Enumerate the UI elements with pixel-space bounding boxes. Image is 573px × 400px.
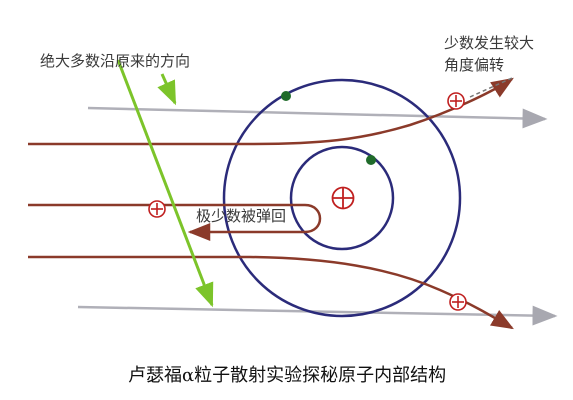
alpha-particle-middle xyxy=(148,200,166,218)
straight-path-top xyxy=(87,106,548,129)
alpha-particle-bottom xyxy=(449,293,467,311)
inner-orbit xyxy=(289,145,395,251)
alpha-particle-top xyxy=(447,92,465,110)
deflection-dash xyxy=(469,77,513,98)
label-most-straight: 绝大多数沿原来的方向 xyxy=(40,52,190,70)
green-pointer-line xyxy=(116,59,214,308)
label-few-deflect-line1: 少数发生较大 xyxy=(444,34,534,52)
alpha-path-bounced xyxy=(28,203,322,241)
alpha-path-deflected-up xyxy=(28,77,514,146)
electron-inner xyxy=(366,155,376,165)
green-small-arrow xyxy=(157,73,177,106)
straight-path-bottom xyxy=(77,305,558,326)
label-few-deflect-line2: 角度偏转 xyxy=(444,56,504,74)
caption: 卢瑟福α粒子散射实验探秘原子内部结构 xyxy=(128,365,446,386)
alpha-path-deflected-down xyxy=(28,255,514,330)
nucleus xyxy=(331,186,355,210)
outer-orbit xyxy=(222,78,462,318)
electron-outer xyxy=(281,91,291,101)
label-very-few-bounce: 极少数被弹回 xyxy=(196,207,286,225)
